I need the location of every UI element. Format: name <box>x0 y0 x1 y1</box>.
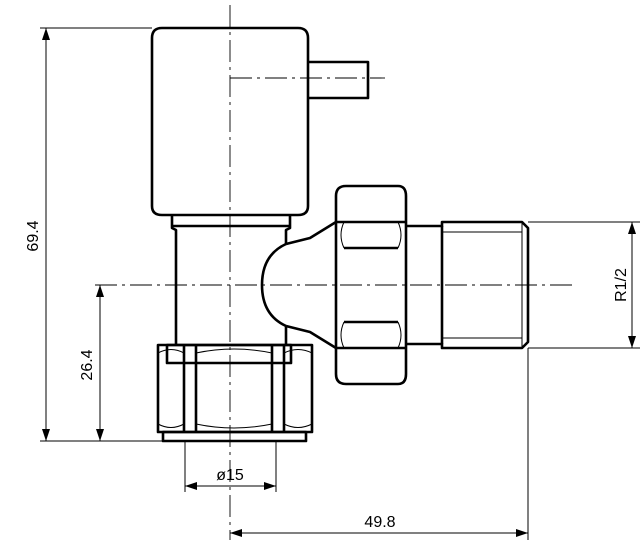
compression-nut-chamfer-top <box>157 348 313 354</box>
label-inlet-diameter: ø15 <box>216 467 244 484</box>
lever-pin <box>308 60 370 100</box>
arrow-down-thread <box>628 336 636 348</box>
threaded-tail <box>406 220 530 350</box>
neck-right <box>284 215 292 244</box>
arrow-down-overall <box>42 429 50 441</box>
union-nut-flats <box>336 220 406 350</box>
union-nut-chamfer-right <box>397 221 402 349</box>
label-height-overall: 69.4 <box>25 220 42 251</box>
label-offset: 49.8 <box>364 514 395 531</box>
arrow-right-dia <box>264 482 276 490</box>
union-nut-chamfer-left <box>340 221 345 349</box>
valve-body <box>150 26 530 443</box>
union-nut <box>334 184 408 386</box>
body-dome <box>260 242 287 328</box>
dimension-lines <box>40 27 640 540</box>
arrow-up-thread <box>628 222 636 234</box>
arrow-right-offset <box>516 529 528 537</box>
arrow-left-offset <box>230 529 242 537</box>
label-height-inlet: 26.4 <box>79 349 96 380</box>
label-thread: R1/2 <box>613 268 630 302</box>
arrow-left-dia <box>185 482 197 490</box>
arrow-up-overall <box>42 28 50 40</box>
neck-left <box>170 215 178 345</box>
cone-top <box>285 220 337 246</box>
cone-bottom <box>285 324 337 350</box>
valve-cap <box>150 26 310 217</box>
arrow-up-inlet <box>96 285 104 297</box>
arrow-down-inlet <box>96 429 104 441</box>
compression-nut-faces <box>182 345 286 432</box>
compression-nut <box>156 343 314 434</box>
compression-nut-chamfer-bottom <box>157 423 313 429</box>
union-nut-face <box>344 246 398 324</box>
pipe-stub <box>161 430 308 443</box>
dimension-labels: 69.4 26.4 ø15 49.8 R1/2 <box>25 220 630 531</box>
